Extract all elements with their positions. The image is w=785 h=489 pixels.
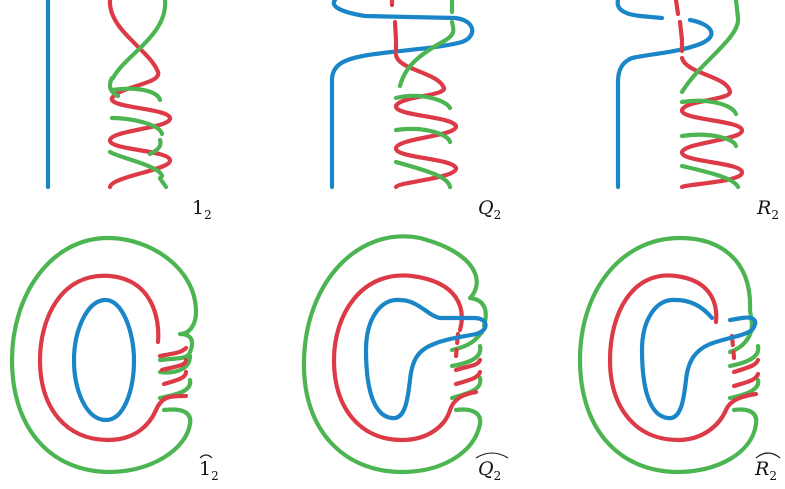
panel-closure-1-2: 12 bbox=[9, 235, 219, 483]
red-strand bbox=[107, 0, 173, 190]
green-strand bbox=[107, 0, 169, 190]
panel-closure-r-2: R2 bbox=[577, 235, 781, 483]
green-strand bbox=[393, 0, 456, 190]
label-1-2: 12 bbox=[192, 197, 212, 222]
panel-closure-q-2: Q2 bbox=[301, 234, 509, 483]
blue-loop bbox=[363, 297, 488, 421]
red-loop-ends bbox=[157, 345, 189, 359]
green-strand bbox=[679, 0, 741, 190]
panel-braid-r-2: R2 bbox=[615, 0, 779, 222]
label-q-2: Q2 bbox=[478, 197, 501, 222]
blue-loop bbox=[639, 297, 758, 421]
blue-loop bbox=[71, 297, 137, 423]
blue-strand bbox=[615, 0, 714, 190]
blue-strand bbox=[329, 0, 475, 190]
red-loop-dash bbox=[729, 333, 737, 361]
red-loop bbox=[331, 273, 483, 443]
green-strand-crossing bbox=[107, 75, 163, 157]
panel-braid-q-2: Q2 bbox=[329, 0, 501, 222]
label-r-2: R2 bbox=[756, 197, 779, 222]
label-r-2-hat: R2 bbox=[754, 458, 777, 483]
hat-mark bbox=[475, 452, 509, 459]
label-1-2-hat: 12 bbox=[199, 458, 219, 483]
green-loop bbox=[301, 234, 488, 475]
red-loop bbox=[607, 273, 761, 443]
red-loop bbox=[37, 273, 189, 443]
label-q-2-hat: Q2 bbox=[478, 458, 501, 483]
hat-mark bbox=[199, 454, 213, 459]
hat-mark bbox=[755, 452, 781, 459]
red-strand bbox=[389, 0, 459, 190]
panel-braid-1-2: 12 bbox=[45, 0, 212, 222]
red-strand bbox=[673, 0, 745, 190]
green-loop bbox=[577, 235, 761, 475]
